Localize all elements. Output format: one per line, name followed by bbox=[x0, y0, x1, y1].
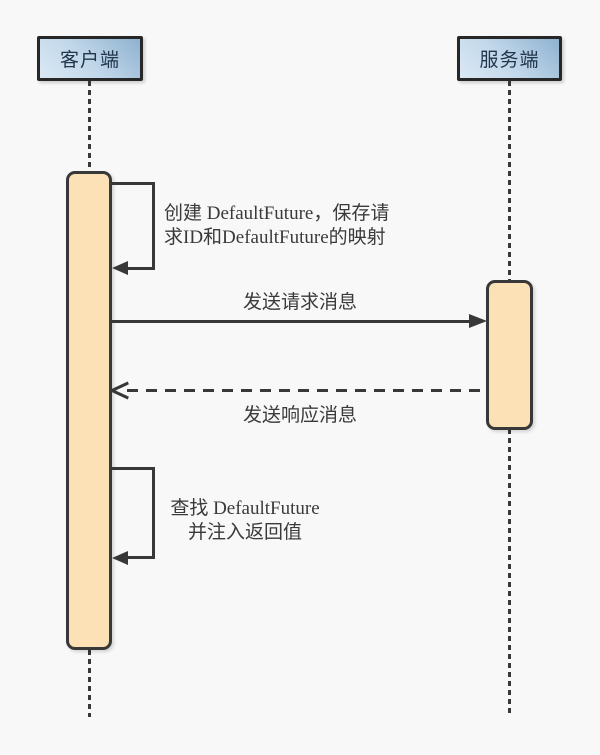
self-message-2-label: 查找 DefaultFuture 并注入返回值 bbox=[159, 497, 331, 544]
participant-box-client: 客户端 bbox=[37, 36, 143, 81]
response-arrow-dashed-line bbox=[127, 389, 487, 392]
self-message-1-label-line1: 创建 DefaultFuture，保存请 bbox=[164, 203, 390, 224]
self-message-1-label: 创建 DefaultFuture，保存请 求ID和DefaultFuture的映… bbox=[164, 202, 404, 249]
self-message-2-label-line1: 查找 DefaultFuture bbox=[170, 498, 320, 519]
request-arrowhead-icon bbox=[469, 314, 487, 328]
self-message-2-arrowhead-icon bbox=[112, 551, 128, 565]
self-message-1-line-bottom bbox=[126, 267, 155, 270]
self-message-2-line-bottom bbox=[126, 556, 155, 559]
self-message-2-line-top bbox=[112, 467, 155, 470]
participant-box-server: 服务端 bbox=[457, 36, 562, 81]
server-lifeline-lower bbox=[508, 429, 511, 717]
request-message-label: 发送请求消息 bbox=[242, 292, 357, 313]
self-message-2-line-right bbox=[152, 467, 155, 559]
self-message-1-line-right bbox=[152, 182, 155, 270]
client-lifeline-upper bbox=[88, 81, 91, 171]
server-activation-bar bbox=[486, 280, 533, 430]
request-arrow-line bbox=[112, 320, 470, 323]
client-activation-bar bbox=[66, 171, 112, 650]
self-message-1-line-top bbox=[112, 182, 155, 185]
self-message-1-label-line2: 求ID和DefaultFuture的映射 bbox=[164, 226, 386, 248]
participant-label-client: 客户端 bbox=[59, 50, 120, 71]
client-lifeline-lower bbox=[88, 650, 91, 717]
response-message-label: 发送响应消息 bbox=[242, 405, 357, 426]
participant-label-server: 服务端 bbox=[479, 50, 540, 71]
server-lifeline-upper bbox=[508, 81, 511, 280]
self-message-2-label-line2: 并注入返回值 bbox=[187, 521, 302, 543]
self-message-1-arrowhead-icon bbox=[112, 261, 128, 275]
